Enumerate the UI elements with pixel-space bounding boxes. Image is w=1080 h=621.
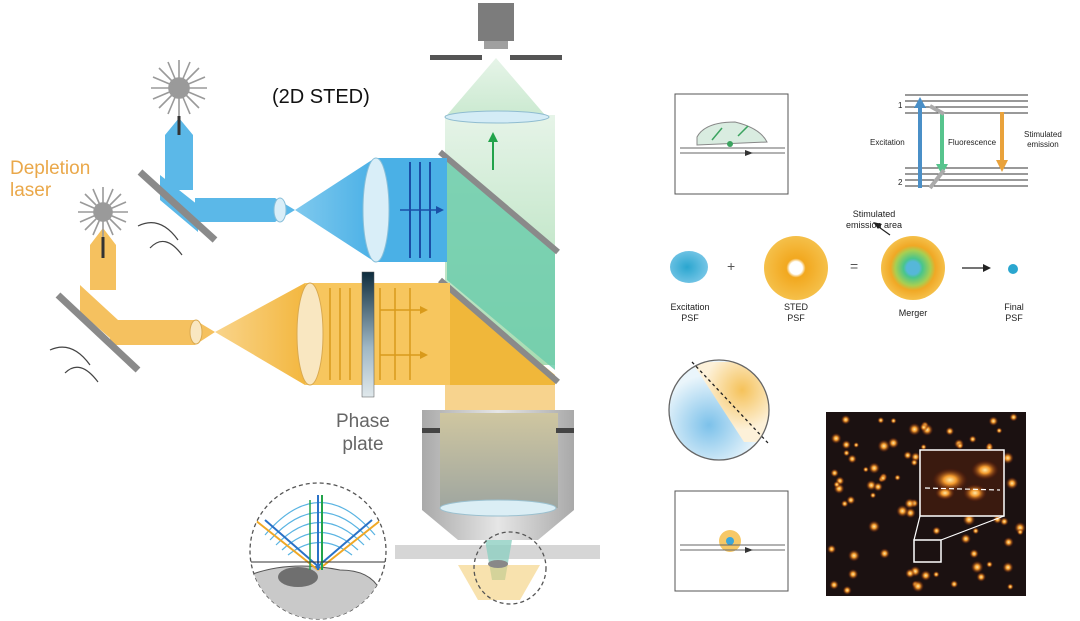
fluorescent-spot xyxy=(932,571,940,578)
fluorescent-spot xyxy=(911,580,925,593)
fluorescent-spot xyxy=(840,499,849,508)
fluorescent-spot xyxy=(842,585,852,595)
fluorescent-spot xyxy=(877,416,885,424)
merger-label: Merger xyxy=(898,308,928,318)
level-1-label: 1 xyxy=(898,101,903,110)
fluorescent-spot xyxy=(920,443,927,451)
fluorescent-spot xyxy=(1002,561,1014,574)
fluorescent-spot xyxy=(829,580,839,590)
fluorescent-spot xyxy=(868,520,881,533)
plus-sign: + xyxy=(727,258,736,274)
fluorescent-spot xyxy=(1003,537,1014,548)
fluorescent-spot xyxy=(988,416,999,426)
phase-plate xyxy=(361,271,375,398)
energy-level-diagram xyxy=(896,82,1028,200)
fluorescent-spot xyxy=(869,492,877,499)
fluorescent-spot xyxy=(1009,412,1018,422)
final-psf-spot xyxy=(1008,264,1018,274)
fluorescent-spot xyxy=(969,548,979,559)
fluorescent-spot xyxy=(956,442,964,450)
fluorescent-spot xyxy=(919,423,928,432)
dichroic-mirror-lower xyxy=(438,277,560,385)
depletion-laser-source xyxy=(78,187,128,258)
fluorescent-spot xyxy=(905,568,916,579)
fluorescent-spot xyxy=(879,548,890,559)
fluorescent-spot xyxy=(972,527,980,535)
fluorescent-spot xyxy=(877,439,891,453)
fluorescent-spot xyxy=(920,570,932,581)
fluorescent-spot xyxy=(999,517,1009,526)
final-psf-label: Final PSF xyxy=(1004,302,1024,323)
scan-box-bottom xyxy=(674,490,789,592)
fluorescent-spot xyxy=(843,449,850,457)
merger-psf xyxy=(881,236,945,300)
scan-box-top xyxy=(674,93,789,195)
fluorescent-spot xyxy=(873,482,883,492)
fluorescent-spot xyxy=(887,437,900,449)
fluorescent-spot xyxy=(950,580,959,589)
fluorescent-spot xyxy=(968,435,977,444)
objective-lens xyxy=(395,385,600,605)
focal-volume-inset xyxy=(249,482,387,620)
sted-psf-label: STED PSF xyxy=(783,302,808,323)
fluorescent-spot xyxy=(1005,477,1019,490)
depletion-laser-label: Depletion laser xyxy=(10,158,91,201)
fluorescent-spot xyxy=(847,454,857,464)
fluorescent-spot xyxy=(830,432,842,444)
fluorescent-spot xyxy=(862,466,869,473)
steering-mirror-upper xyxy=(137,169,218,256)
fluorescent-spot xyxy=(996,427,1003,434)
stimulated-emission-area-label: Stimulated emission area xyxy=(846,209,903,230)
excitation-psf-label: Excitation PSF xyxy=(670,302,710,323)
fluorescent-spot xyxy=(932,526,941,536)
fluorescent-spot xyxy=(1016,528,1024,536)
diagram-title: (2D STED) xyxy=(272,86,370,108)
level-2-label: 2 xyxy=(898,178,903,187)
fluorescent-spot xyxy=(896,504,909,518)
fluorescent-spot xyxy=(853,442,860,448)
fluorescent-spot xyxy=(841,440,851,450)
fluorescent-spot xyxy=(986,560,993,568)
fluorescent-spot xyxy=(847,549,861,562)
fluorescent-spot xyxy=(830,468,839,478)
excitation-laser-source xyxy=(151,60,207,135)
sted-microscopy-image xyxy=(826,412,1026,596)
excitation-beam xyxy=(160,118,447,263)
fluorescent-spot xyxy=(970,560,984,574)
fluorescent-spot xyxy=(890,417,897,424)
steering-mirror-lower xyxy=(49,292,141,383)
fluorescent-spot xyxy=(908,422,921,436)
fluorescent-spot xyxy=(945,426,955,436)
fluorescent-spot xyxy=(878,474,888,483)
fluorescent-spot xyxy=(846,495,856,505)
camera-detector xyxy=(430,3,562,60)
excitation-psf-spot xyxy=(670,251,708,283)
phase-plate-illustration xyxy=(668,359,770,461)
phase-plate-label: Phase plate xyxy=(336,411,390,455)
fluorescent-spot xyxy=(833,480,841,489)
fluorescent-spot xyxy=(868,462,880,474)
fluorescence-label: Fluorescence xyxy=(948,138,997,147)
fluorescent-spot xyxy=(976,572,987,582)
fluorescent-spot xyxy=(903,450,913,460)
fluorescent-spot xyxy=(904,498,916,510)
excitation-label: Excitation xyxy=(870,138,905,147)
dichroic-mirror-upper xyxy=(438,149,560,370)
equals-sign: = xyxy=(850,258,859,274)
fluorescent-spot xyxy=(894,474,901,481)
fluorescent-spot xyxy=(1006,583,1014,591)
psf-equation xyxy=(670,222,1018,300)
fluorescent-spot xyxy=(840,414,851,425)
fluorescent-spot xyxy=(847,568,859,580)
fluorescent-spot xyxy=(910,458,919,467)
fluorescent-spot xyxy=(960,533,972,545)
fluorescent-spot xyxy=(827,544,837,554)
stimulated-emission-label: Stimulated emission xyxy=(1024,130,1062,149)
